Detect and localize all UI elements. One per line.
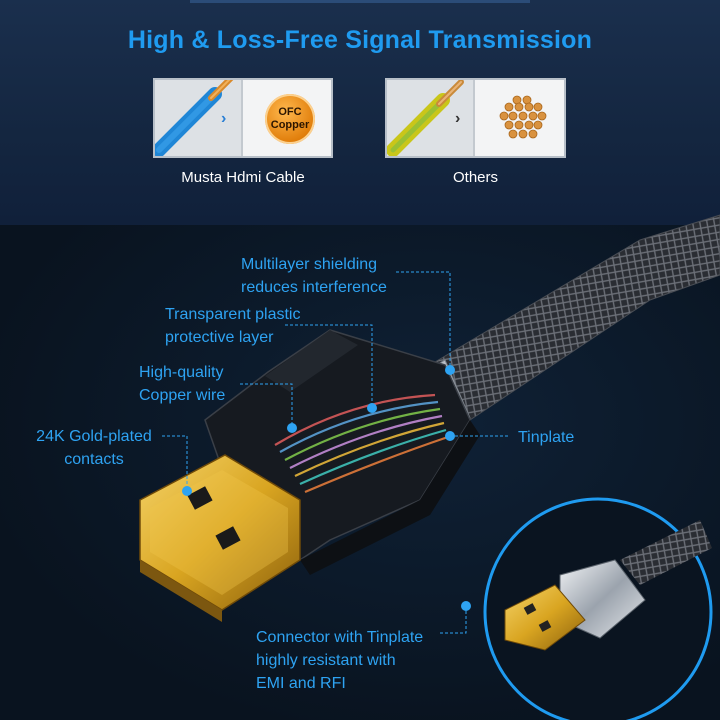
comparison-panel: High & Loss-Free Signal Transmission › O… [0,0,720,225]
callout-leader-lines [162,271,510,634]
ofc-copper-badge: OFC Copper [265,94,315,144]
callout-dots [182,365,471,611]
braided-cable [429,214,720,421]
callout-gold-line2: contacts [64,451,124,468]
callout-gold-contacts: 24K Gold-plated contacts [30,425,158,471]
callout-connector-line2: highly resistant with [256,652,396,669]
gold-plated-plug [139,454,301,622]
callout-connector-line1: Connector with Tinplate [256,629,424,646]
copper-strands-icon [499,95,547,139]
copper-dot [287,423,297,433]
musta-wire-thumbnail: › [152,73,243,157]
gold-dot [182,486,192,496]
tinplate-dot [445,431,455,441]
callout-copper-line2: Copper wire [139,387,226,404]
chevron-right-icon: › [455,110,461,127]
callout-shielding-line2: reduces interference [241,279,387,296]
page-title: High & Loss-Free Signal Transmission [127,26,593,54]
callout-plastic-line1: Transparent plastic [165,306,301,323]
callout-copper-wire: High-quality Copper wire [139,361,225,407]
blue-wire-icon [152,73,236,157]
shielding-dot [445,365,455,375]
badge-line-ofc: OFC [278,106,302,118]
callout-plastic-line2: protective layer [165,329,274,346]
copper-strands-thumbnail [475,80,564,156]
chevron-right-icon: › [221,110,227,127]
callout-copper-line1: High-quality [139,364,224,381]
callout-plastic-layer: Transparent plastic protective layer [165,303,300,349]
others-wire-thumbnail: › [386,79,475,157]
plastic-dot [367,403,377,413]
musta-cable-caption: Musta Hdmi Cable [181,169,305,186]
musta-cable-comparison-card: › OFC Copper [152,73,333,158]
others-comparison-card: › [385,78,566,158]
tinplate-connector-inset [483,497,713,720]
ofc-copper-thumbnail: OFC Copper [243,80,331,156]
callout-connector-line3: EMI and RFI [256,675,346,692]
callout-shielding-line1: Multilayer shielding [241,256,378,273]
yellow-green-wire-icon [386,79,464,157]
callout-gold-line1: 24K Gold-plated [36,428,152,445]
callout-connector: Connector with Tinplate highly resistant… [256,626,423,695]
others-caption: Others [452,169,498,186]
callout-shielding: Multilayer shielding reduces interferenc… [241,253,387,299]
badge-line-copper: Copper [270,119,310,131]
callout-tinplate: Tinplate [518,429,575,446]
connector-dot [461,601,471,611]
copper-wires [274,393,449,494]
